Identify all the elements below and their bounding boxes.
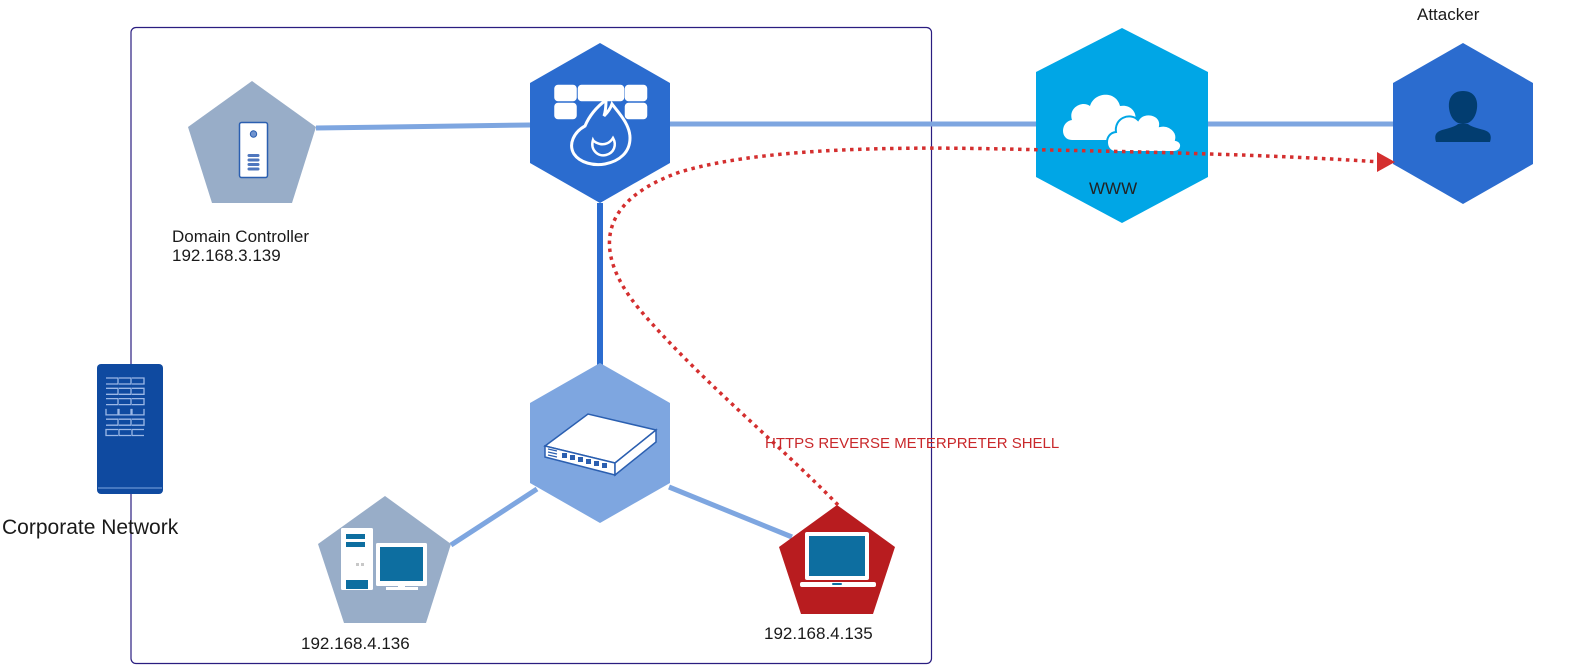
building-window: [119, 397, 132, 406]
corporate-network-boundary: [130, 26, 933, 665]
link-switch-workstation: [449, 486, 539, 548]
building-window: [131, 408, 145, 416]
building-window: [119, 377, 132, 385]
building-window: [119, 418, 132, 426]
arrowhead-icon: [1377, 152, 1395, 172]
server-icon: [238, 121, 269, 179]
building-window: [132, 418, 145, 426]
link-switch-laptop: [668, 484, 793, 540]
user-icon: [1435, 91, 1491, 142]
building-window: [132, 377, 145, 385]
domain-controller-ip: 192.168.3.139: [172, 246, 281, 265]
attacker-label: Attacker: [1417, 5, 1480, 24]
building-window: [105, 408, 119, 416]
building-window: [131, 428, 144, 437]
node-internet[interactable]: [1036, 28, 1208, 223]
firewall-icon: [554, 84, 648, 167]
laptop-icon: [800, 532, 876, 587]
building-window: [132, 397, 145, 406]
building-window: [106, 377, 119, 385]
node-corporate-network[interactable]: [97, 364, 163, 494]
building-window: [118, 408, 132, 416]
links: [315, 121, 1395, 548]
node-domain-controller[interactable]: [188, 81, 316, 203]
attack-path-label: HTTPS REVERSE METERPRETER SHELL: [765, 435, 1060, 452]
node-workstation[interactable]: [318, 496, 451, 623]
node-firewall[interactable]: [530, 43, 670, 203]
link-dc-firewall: [315, 122, 531, 131]
workstation-ip: 192.168.4.136: [301, 634, 410, 653]
building-window: [105, 428, 118, 437]
internet-label: WWW: [1089, 179, 1138, 198]
switch-icon: [543, 413, 658, 477]
victim-laptop-ip: 192.168.4.135: [764, 624, 873, 643]
desktop-computer-icon: [341, 528, 427, 590]
building-window: [106, 418, 119, 426]
building-window: [106, 387, 119, 395]
attack-path: [607, 146, 1395, 507]
office-building-icon: [97, 364, 163, 494]
building-window: [106, 397, 119, 406]
building-window: [118, 428, 131, 437]
node-victim-laptop[interactable]: [779, 505, 895, 614]
cloud-icon: [1063, 94, 1182, 153]
node-attacker[interactable]: [1393, 43, 1533, 204]
building-window: [119, 387, 132, 395]
node-switch[interactable]: [530, 363, 670, 523]
building-window: [132, 387, 145, 395]
domain-controller-label: Domain Controller: [172, 227, 309, 246]
corporate-network-label: Corporate Network: [2, 516, 179, 539]
